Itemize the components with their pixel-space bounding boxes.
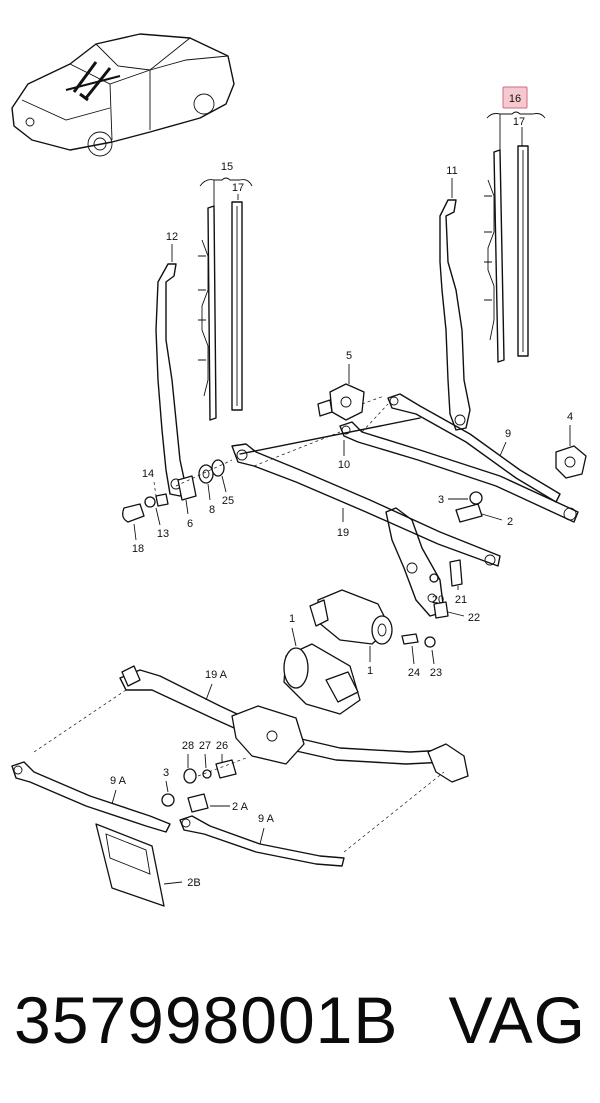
pivot-bearing-4 [555, 445, 587, 521]
pivot-bearing-5 [317, 383, 365, 421]
label-24: 24 [408, 667, 420, 679]
washer-13 [144, 496, 156, 508]
cap-18 [122, 503, 145, 523]
wiper-linkage-exploded-diagram: 16 17 15 17 11 12 14 [11, 33, 587, 907]
link-rod-9 [387, 393, 561, 503]
bracket-2A [187, 793, 209, 813]
washer-20 [429, 573, 439, 583]
right-wiper-rubber-17 [517, 145, 529, 357]
screw-24 [401, 633, 419, 645]
left-wiper-arm-12 [155, 263, 187, 497]
label-18: 18 [132, 543, 144, 555]
wiper-motor-1-lower [283, 643, 361, 715]
label-10: 10 [338, 459, 350, 471]
right-wiper-arm-11 [439, 199, 471, 431]
label-16: 16 [509, 93, 521, 105]
label-21: 21 [455, 594, 467, 606]
wiper-motor-1-upper [309, 589, 393, 645]
nut-3-lower [161, 793, 175, 807]
footer: 357998001B VAG [0, 970, 600, 1080]
label-4: 4 [567, 411, 573, 423]
label-13: 13 [157, 528, 169, 540]
label-26: 26 [216, 740, 228, 752]
label-2B: 2B [187, 877, 200, 889]
label-1-lower: 1 [289, 613, 295, 625]
bushing-26 [215, 759, 237, 779]
left-wiper-blade-15 [198, 205, 217, 421]
clip-2 [455, 503, 483, 523]
bushing-6 [177, 475, 197, 501]
label-15: 15 [221, 161, 233, 173]
label-3-lower: 3 [163, 767, 169, 779]
brand-text: VAG [448, 983, 586, 1057]
label-14: 14 [142, 468, 154, 480]
nut-14 [155, 493, 169, 507]
left-wiper-rubber-17 [231, 201, 243, 411]
label-3-upper: 3 [438, 494, 444, 506]
link-rod-9A-left [11, 761, 171, 833]
label-9A-left: 9 A [110, 775, 127, 787]
label-28: 28 [182, 740, 194, 752]
washer-23 [424, 636, 436, 648]
nut-28 [183, 768, 197, 784]
label-23: 23 [430, 667, 442, 679]
label-1-upper: 1 [367, 665, 373, 677]
nut-22 [433, 601, 449, 619]
label-27: 27 [199, 740, 211, 752]
part-number-text: 357998001B [14, 983, 399, 1057]
label-11: 11 [446, 165, 457, 177]
label-6: 6 [187, 518, 193, 530]
label-2A: 2 A [232, 801, 249, 813]
label-12: 12 [166, 231, 178, 243]
label-8: 8 [209, 504, 215, 516]
label-5: 5 [346, 350, 352, 362]
bolt-21 [449, 559, 463, 587]
label-17-right: 17 [513, 116, 525, 128]
lower-frame-19A [119, 665, 469, 783]
label-9A-right: 9 A [258, 813, 275, 825]
link-rod-9A-right [179, 815, 345, 867]
label-19: 19 [337, 527, 349, 539]
washer-25 [211, 459, 225, 477]
label-25: 25 [222, 495, 234, 507]
label-19A: 19 A [205, 669, 228, 681]
label-9: 9 [505, 428, 511, 440]
grommet-8 [198, 464, 214, 484]
crank-10 [339, 421, 579, 523]
label-17-left: 17 [232, 182, 244, 194]
label-2: 2 [507, 516, 513, 528]
part-16-highlight [502, 86, 528, 109]
washer-27 [202, 769, 212, 779]
cover-2B [95, 823, 165, 907]
nut-3 [469, 491, 483, 505]
right-wiper-blade-16 [484, 149, 505, 363]
label-22: 22 [468, 612, 480, 624]
car-thumbnail [11, 33, 235, 157]
